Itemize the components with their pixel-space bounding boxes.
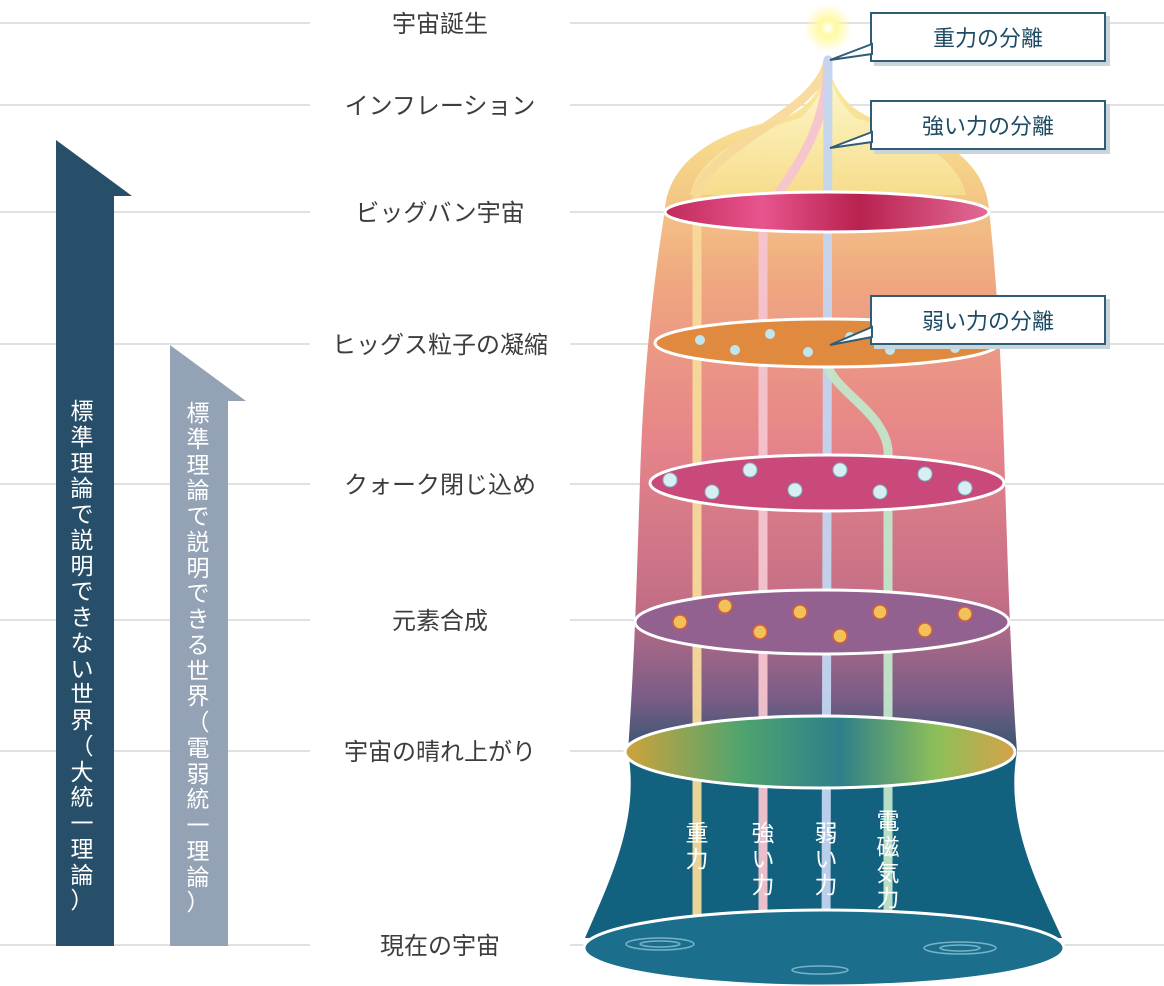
force-gravity-char: 重 xyxy=(685,821,709,847)
ew-arrow-text-char: 説 xyxy=(186,529,210,556)
ew-arrow-text-char: 明 xyxy=(186,555,210,582)
quark-particles xyxy=(662,462,973,500)
force-strong-char: 力 xyxy=(751,872,775,899)
ew-arrow-text-char: 一 xyxy=(186,813,210,839)
ew-arrow-text-char: 論 xyxy=(186,864,210,891)
gut-arrow-text-char: 論 xyxy=(70,476,94,503)
present-disk xyxy=(582,908,1066,986)
universe-birth-glow xyxy=(804,4,852,52)
era-label-inflation: インフレーション xyxy=(310,90,570,122)
ew-arrow-text-char: 世 xyxy=(186,658,210,685)
force-em-char: 気 xyxy=(876,860,900,887)
gut-arrow-text-char: き xyxy=(70,605,94,631)
gut-arrow-text-char: 統 xyxy=(70,785,94,812)
ew-arrow-text-char: （ xyxy=(186,710,210,736)
callout-gravity-split: 重力の分離 xyxy=(870,12,1106,62)
gut-arrow-text-char: 標 xyxy=(70,399,94,425)
era-line xyxy=(0,619,1164,621)
gut-arrow-shape xyxy=(56,140,132,946)
ew-arrow-text-char: で xyxy=(186,504,210,530)
era-label-higgs: ヒッグス粒子の凝縮 xyxy=(310,329,570,361)
era-line xyxy=(0,22,1164,24)
era-label-quark-confinement: クォーク閉じ込め xyxy=(310,469,570,501)
present-galaxies xyxy=(625,937,997,975)
ew-arrow-shape xyxy=(170,345,246,946)
ew-arrow-text-char: 統 xyxy=(186,787,210,814)
ew-arrow-text-char: 界 xyxy=(186,684,210,711)
force-weak-char: 弱 xyxy=(814,821,838,847)
force-strong-char: 強 xyxy=(751,821,775,847)
ew-arrow-text-char: 準 xyxy=(186,426,210,453)
era-label-recombination: 宇宙の晴れ上がり xyxy=(310,736,570,768)
era-label-nucleosynthesis: 元素合成 xyxy=(310,605,570,637)
era-line xyxy=(0,211,1164,213)
ew-arrow-text-char: 理 xyxy=(186,452,210,479)
gut-arrow-text-char: 界 xyxy=(70,708,94,734)
era-label-present: 現在の宇宙 xyxy=(310,930,570,962)
ew-arrow-text-char: 弱 xyxy=(186,761,210,788)
tower-body xyxy=(628,65,1017,752)
ew-arrow-text-char: 理 xyxy=(186,838,210,865)
ew-arrow-text-char: で xyxy=(186,581,210,608)
ew-arrow-text-char: き xyxy=(186,607,210,633)
gut-arrow-text: 標準理論で説明できない世界（大統一理論） xyxy=(64,399,100,915)
callout-pointer-strong xyxy=(829,130,873,149)
gravity-force-line xyxy=(692,55,833,945)
gut-arrow-text-char: な xyxy=(70,630,94,657)
gut-arrow-text-char: 準 xyxy=(70,424,94,451)
bigbang-disk xyxy=(663,190,991,234)
gut-arrow-text-char: 論 xyxy=(70,862,94,889)
force-label-weak: 弱い力 xyxy=(811,821,841,899)
force-weak-char: 力 xyxy=(814,872,838,899)
era-line xyxy=(0,104,1164,106)
gut-arrow-text-char: 世 xyxy=(70,682,94,709)
gut-arrow-text-char: （ xyxy=(70,733,94,760)
era-label-bigbang: ビッグバン宇宙 xyxy=(310,197,570,229)
ew-arrow-text-char: る xyxy=(186,632,210,659)
force-em-char: 電 xyxy=(876,809,900,835)
force-label-gravity: 重力 xyxy=(682,821,712,874)
gut-arrow-text-char: で xyxy=(70,579,94,606)
callout-strong-split: 強い力の分離 xyxy=(870,100,1106,150)
callout-pointer-gravity xyxy=(829,42,873,61)
gut-arrow-text-char: 明 xyxy=(70,553,94,580)
era-line xyxy=(0,750,1164,752)
ew-arrow-text: 標準理論で説明できる世界（電弱統一理論） xyxy=(180,401,216,917)
callout-weak-split: 弱い力の分離 xyxy=(870,295,1106,345)
callout-pointer-weak xyxy=(829,325,873,346)
era-line xyxy=(0,483,1164,485)
gut-arrow-text-char: 一 xyxy=(70,811,94,837)
em-force-line xyxy=(821,355,893,945)
gut-arrow-text-char: で xyxy=(70,502,94,528)
quark-disk xyxy=(648,453,1006,513)
gut-arrow-text-char: ） xyxy=(70,888,94,915)
force-weak-char: い xyxy=(814,846,838,873)
era-line xyxy=(0,944,1164,946)
gut-arrow-text-char: 大 xyxy=(70,759,94,786)
gut-arrow-text-char: い xyxy=(70,656,94,683)
force-label-em: 電磁気力 xyxy=(873,809,903,913)
ew-arrow-text-char: 標 xyxy=(186,401,210,427)
gut-arrow-text-char: 理 xyxy=(70,836,94,863)
era-line xyxy=(0,343,1164,345)
force-strong-char: い xyxy=(751,846,775,873)
force-gravity-char: 力 xyxy=(685,846,709,873)
ew-arrow-text-char: 論 xyxy=(186,478,210,505)
gut-arrow-text-char: 説 xyxy=(70,527,94,554)
force-em-char: 力 xyxy=(876,886,900,913)
nucleus-particles xyxy=(672,598,973,644)
era-label-birth: 宇宙誕生 xyxy=(310,8,570,40)
recombination-disk xyxy=(623,714,1017,790)
ew-arrow-text-char: ） xyxy=(186,890,210,917)
force-em-char: 磁 xyxy=(876,834,900,861)
ew-arrow-text-char: 電 xyxy=(186,735,210,762)
gut-arrow-text-char: 理 xyxy=(70,450,94,477)
force-label-strong: 強い力 xyxy=(748,821,778,899)
